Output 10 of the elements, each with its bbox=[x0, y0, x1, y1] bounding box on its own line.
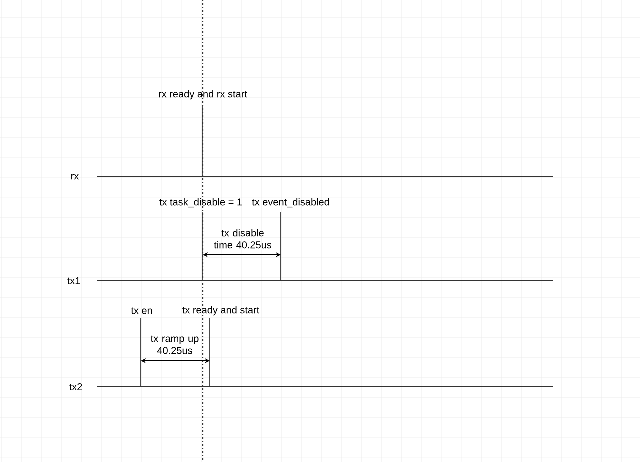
event-label: rx ready and rx start bbox=[159, 90, 248, 100]
signal-label: tx2 bbox=[70, 383, 82, 391]
event-label: tx task_disable = 1 bbox=[160, 198, 242, 208]
event-label: tx en bbox=[131, 308, 152, 314]
event-label: tx event_disabled bbox=[252, 198, 330, 208]
signal-label: tx1 bbox=[68, 278, 80, 284]
event-label: tx ready and start bbox=[182, 306, 260, 316]
dimension-label: tx ramp up 40.25us bbox=[150, 336, 199, 354]
dimension-label: tx disable time 40.25us bbox=[214, 229, 272, 249]
signal-label: rx bbox=[72, 174, 80, 180]
